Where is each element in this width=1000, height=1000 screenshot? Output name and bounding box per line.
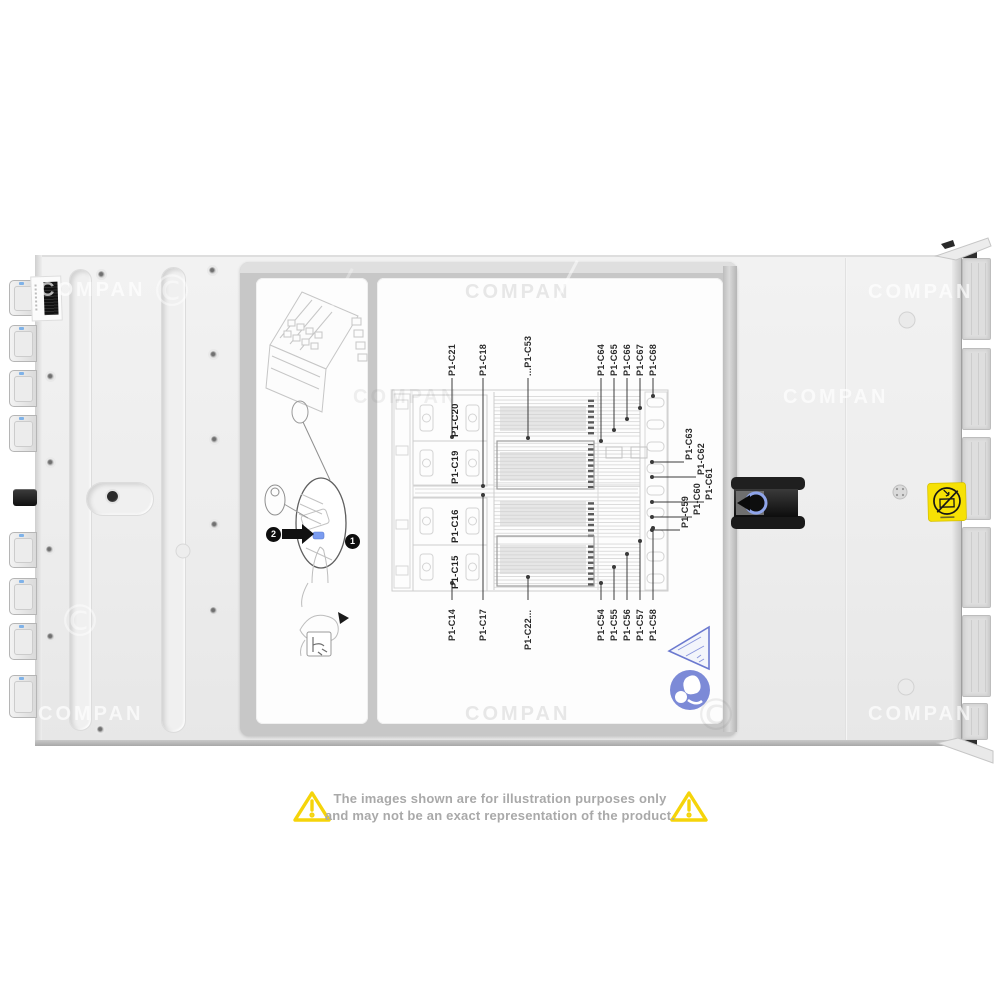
dimm-callout-label: P1-C58 <box>648 608 658 641</box>
barcode-icon <box>43 281 59 316</box>
connector-dot <box>19 580 24 583</box>
cpu-socket-label: P1-C20 <box>450 403 461 437</box>
screw <box>46 546 53 553</box>
screw <box>47 373 54 380</box>
connector-dot <box>19 282 24 285</box>
connector-face <box>14 376 33 402</box>
fan-module <box>962 258 991 340</box>
dimm-callout-label: P1-C56 <box>622 608 632 641</box>
rear-connector-tab <box>9 578 37 615</box>
dimm-callout-label: P1-C67 <box>635 343 645 376</box>
screw <box>210 607 217 614</box>
rear-connector-tab <box>9 415 37 452</box>
rear-connector-tab <box>9 675 37 718</box>
screw <box>211 436 218 443</box>
fan-module <box>962 437 991 520</box>
barcode-text-lines <box>34 284 38 313</box>
dimm-callout-label: P1-C60 <box>692 482 702 515</box>
step-1-badge: 1 <box>345 534 360 549</box>
connector-face <box>14 681 33 713</box>
rack-ear-clip <box>962 740 977 748</box>
dimm-callout-label: P1-C55 <box>609 608 619 641</box>
barcode-label <box>30 275 63 322</box>
dimm-callout-label: P1-C61 <box>704 467 714 500</box>
latch-emboss <box>86 482 154 516</box>
dimm-callout-label: P1-C66 <box>622 343 632 376</box>
dimm-callout-label: P1-C57 <box>635 608 645 641</box>
cpu-socket-label: P1-C19 <box>450 450 461 484</box>
fan-module <box>962 615 991 697</box>
rack-ear-clip <box>962 250 977 258</box>
dimm-callout-label: P1-C65 <box>609 343 619 376</box>
rear-connector-tab <box>9 325 37 362</box>
step-2-badge: 2 <box>266 527 281 542</box>
connector-dot <box>19 327 24 330</box>
dimm-callout-label: P1-C21 <box>447 343 457 376</box>
screw <box>47 633 54 640</box>
cpu-socket-label: P1-C16 <box>450 509 461 543</box>
dimm-callout-label: P1-C14 <box>447 608 457 641</box>
cpu-socket-label: P1-C15 <box>450 555 461 589</box>
screw <box>210 351 217 358</box>
connector-face <box>14 538 33 563</box>
chassis-left-edge <box>35 255 42 742</box>
connector-face <box>14 421 33 447</box>
dimm-callout-label: P1-C68 <box>648 343 658 376</box>
rear-connector-tab <box>9 370 37 407</box>
screw <box>97 726 104 733</box>
dimm-callout-label: P1-C64 <box>596 343 606 376</box>
dimm-callout-label: P1-C17 <box>478 608 488 641</box>
dimm-callout-label: P1-C22... <box>523 609 533 650</box>
fan-module <box>962 348 991 430</box>
disclaimer-line-1: The images shown are for illustration pu… <box>333 791 667 806</box>
instruction-panel <box>256 278 368 724</box>
chassis-right-edge <box>952 257 962 741</box>
connector-dot <box>19 417 24 420</box>
rear-connector-tab <box>9 532 37 568</box>
connector-face <box>14 584 33 610</box>
dimm-callout-label: P1-C63 <box>684 427 694 460</box>
fan-module <box>962 703 988 740</box>
dimm-map-panel <box>377 278 723 724</box>
chassis-groove <box>161 267 186 733</box>
screw <box>211 521 218 528</box>
connector-dot <box>19 372 24 375</box>
connector-dot <box>19 677 24 680</box>
disclaimer-text: The images shown are for illustration pu… <box>320 790 680 824</box>
screw <box>107 491 118 502</box>
dimm-callout-label: ...P1-C53 <box>523 335 533 376</box>
cover-hinge <box>723 266 737 732</box>
cover-top-strip <box>240 262 737 273</box>
connector-face <box>14 331 33 357</box>
screw <box>47 459 54 466</box>
rear-connector-tab <box>9 623 37 660</box>
connector-dot <box>19 534 24 537</box>
dimm-callout-label: P1-C59 <box>680 495 690 528</box>
fan-module <box>962 527 991 608</box>
disclaimer-line-2: and may not be an exact representation o… <box>324 808 676 823</box>
thumbscrew-knob <box>13 489 37 506</box>
connector-face <box>14 629 33 655</box>
chassis-seam <box>845 258 847 740</box>
connector-dot <box>19 625 24 628</box>
screw <box>98 271 105 278</box>
dimm-callout-label: P1-C18 <box>478 343 488 376</box>
chassis-bottom-edge <box>35 740 962 746</box>
screw <box>209 267 216 274</box>
dimm-callout-label: P1-C54 <box>596 608 606 641</box>
